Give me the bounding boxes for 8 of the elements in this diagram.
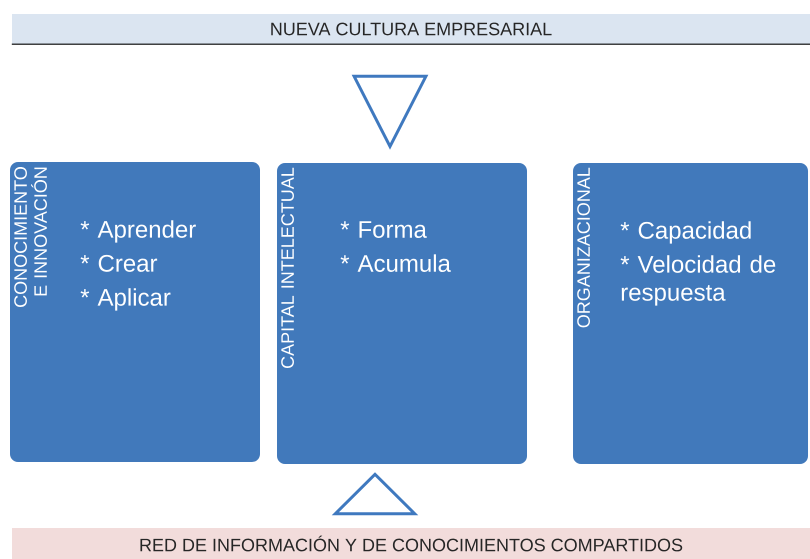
vertical-heading: ORGANIZACIONAL <box>577 168 590 328</box>
banner: RED DE INFORMACIÓN Y DE CONOCIMIENTOS COMPARTIDOS <box>12 528 810 559</box>
vertical-heading: CAPITAL INTELECTUAL <box>281 168 294 368</box>
bullet-list: * Capacidad * Velocidad de respuesta <box>620 221 776 306</box>
bullet-list: * Aprender * Crear * Aplicar <box>80 220 196 311</box>
vertical-heading: CONOCIMIENTO E INNOVACIÓN <box>14 167 47 307</box>
banner: NUEVA CULTURA EMPRESARIAL <box>12 14 810 45</box>
bullet-list: * Forma * Acumula <box>340 221 451 272</box>
